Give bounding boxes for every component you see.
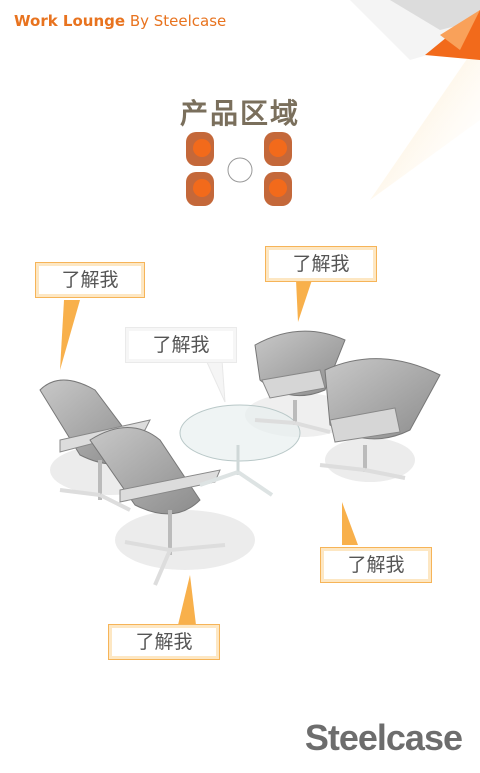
floorplan-diagram — [186, 132, 292, 206]
glass-table — [179, 404, 301, 497]
section-title: 产品区域 — [179, 97, 300, 130]
lounge-chair — [89, 427, 226, 586]
floorplan-table — [227, 157, 253, 183]
learn-more-label: 了解我 — [135, 631, 193, 653]
callout-pointer — [342, 502, 358, 545]
steelcase-logo: Steelcase — [304, 717, 463, 758]
learn-more-label: 了解我 — [61, 269, 119, 291]
learn-more-button[interactable]: 了解我 — [320, 547, 432, 583]
learn-more-label: 了解我 — [152, 334, 210, 356]
learn-more-button[interactable]: 了解我 — [265, 246, 377, 282]
callout-pointer — [178, 575, 196, 625]
learn-more-label: 了解我 — [292, 253, 350, 275]
callout-pointer — [60, 300, 80, 370]
learn-more-button[interactable]: 了解我 — [125, 327, 237, 363]
callout-pointer — [205, 359, 226, 403]
learn-more-label: 了解我 — [347, 554, 405, 576]
floorplan-chair — [264, 172, 292, 206]
app-header: Work Lounge By Steelcase — [14, 12, 226, 30]
corner-decoration — [350, 0, 480, 200]
product-scene — [39, 280, 441, 625]
floorplan-chair — [186, 172, 214, 206]
floorplan-chair — [186, 132, 214, 166]
header-suffix: By Steelcase — [129, 12, 227, 30]
lounge-chair — [319, 358, 441, 480]
header-brand: Work Lounge — [14, 12, 126, 30]
lounge-chair — [254, 330, 346, 434]
learn-more-button[interactable]: 了解我 — [108, 624, 220, 660]
learn-more-button[interactable]: 了解我 — [35, 262, 145, 298]
callout-pointer — [296, 280, 312, 322]
floorplan-chair — [264, 132, 292, 166]
